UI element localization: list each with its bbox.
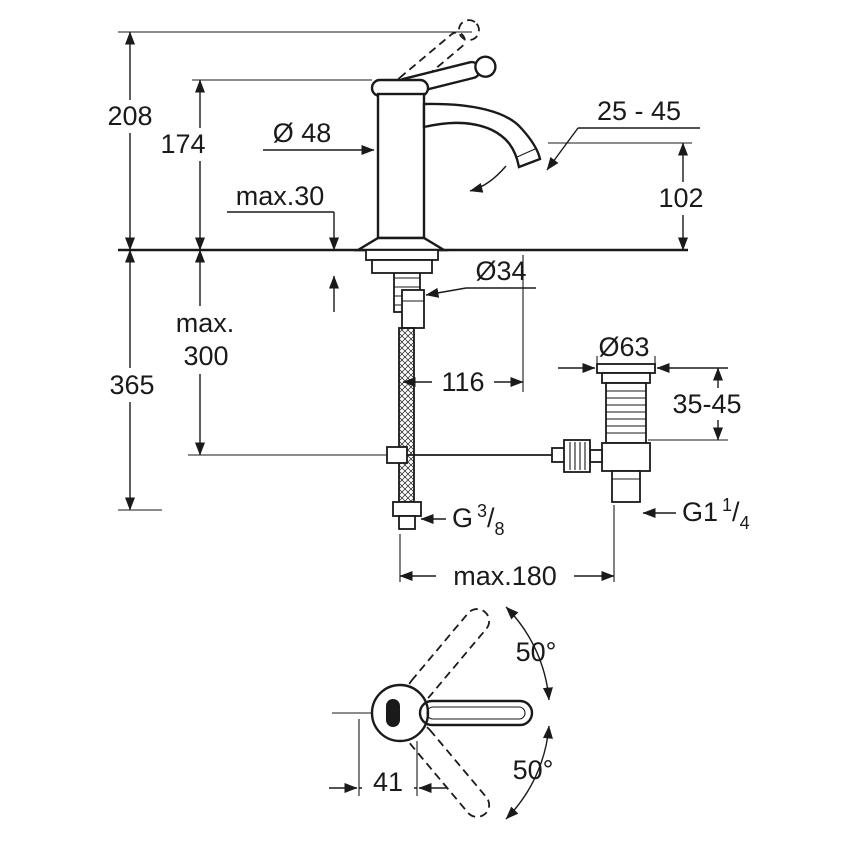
dim-hose-length-label-line2: 300 — [183, 341, 228, 371]
dim-hose-length-label-line1: max. — [176, 308, 235, 338]
handle-base-circle — [370, 683, 430, 743]
dim-label-mask — [436, 559, 574, 593]
rod-stub — [589, 449, 603, 463]
waste-nut — [601, 442, 651, 472]
hose-connector-nut — [392, 501, 422, 517]
knob-knurl-lines — [569, 442, 586, 470]
dim-handle-offset-label: 41 — [373, 767, 403, 797]
dim-label-mask — [362, 766, 414, 798]
waste-threaded-body — [605, 382, 647, 444]
faucet-spout — [422, 102, 542, 169]
waste-thread-lines — [606, 390, 646, 434]
dim-flange-diameter-label: Ø63 — [598, 332, 649, 362]
dim-centre-distance-label: max.180 — [453, 561, 557, 591]
dim-label-mask — [650, 182, 714, 215]
waste-flange — [596, 363, 656, 374]
dim-label-mask — [672, 388, 742, 420]
supply-hose — [398, 327, 415, 503]
lever-swing-down-dashed — [407, 724, 491, 818]
dim-deck-thickness-label: max.30 — [236, 181, 325, 211]
faucet-body — [376, 92, 426, 240]
swing-arc-lower — [505, 725, 553, 820]
hose-connector-tube — [398, 515, 416, 530]
swing-arc-upper — [505, 606, 553, 701]
waste-tailpipe — [611, 470, 641, 503]
mounting-washer — [365, 249, 439, 261]
dim-spout-reach-label: 116 — [441, 367, 484, 397]
dim-label-mask — [432, 366, 494, 399]
dim-label-mask — [166, 306, 244, 374]
dim-waste-range-label: 35-45 — [672, 389, 741, 419]
dim-label-mask — [154, 128, 212, 161]
swing-angle-upper-label: 50° — [516, 637, 557, 667]
dim-label-mask — [100, 100, 160, 133]
rod-clamp — [386, 446, 408, 464]
dim-spout-height-label: 102 — [658, 183, 703, 213]
cartridge-stem — [386, 699, 400, 727]
dim-aerator-range-label: 25 - 45 — [597, 96, 681, 126]
hose-coupling-block — [401, 289, 425, 329]
lever-swing-up-dashed — [407, 608, 491, 702]
dim-body-diameter-label: Ø 48 — [273, 118, 332, 148]
aerator-line — [516, 148, 536, 158]
pop-up-waste — [563, 363, 656, 503]
dim-label-mask — [100, 368, 162, 402]
leader-hole-diameter — [425, 287, 467, 298]
base-flare — [353, 236, 449, 252]
mounting-nut — [371, 259, 433, 274]
rod-knob — [563, 439, 591, 473]
flow-direction-arrow — [469, 165, 507, 193]
mounting-shank — [365, 249, 439, 313]
dim-hole-diameter-label: Ø34 — [475, 256, 526, 286]
swing-angle-lower-label: 50° — [513, 755, 554, 785]
lever-top-view — [418, 699, 534, 727]
dim-total-height-label: 208 — [107, 101, 152, 131]
dim-body-height-label: 174 — [160, 129, 205, 159]
dim-below-deck-label: 365 — [109, 370, 154, 400]
leader-aerator — [546, 127, 579, 171]
